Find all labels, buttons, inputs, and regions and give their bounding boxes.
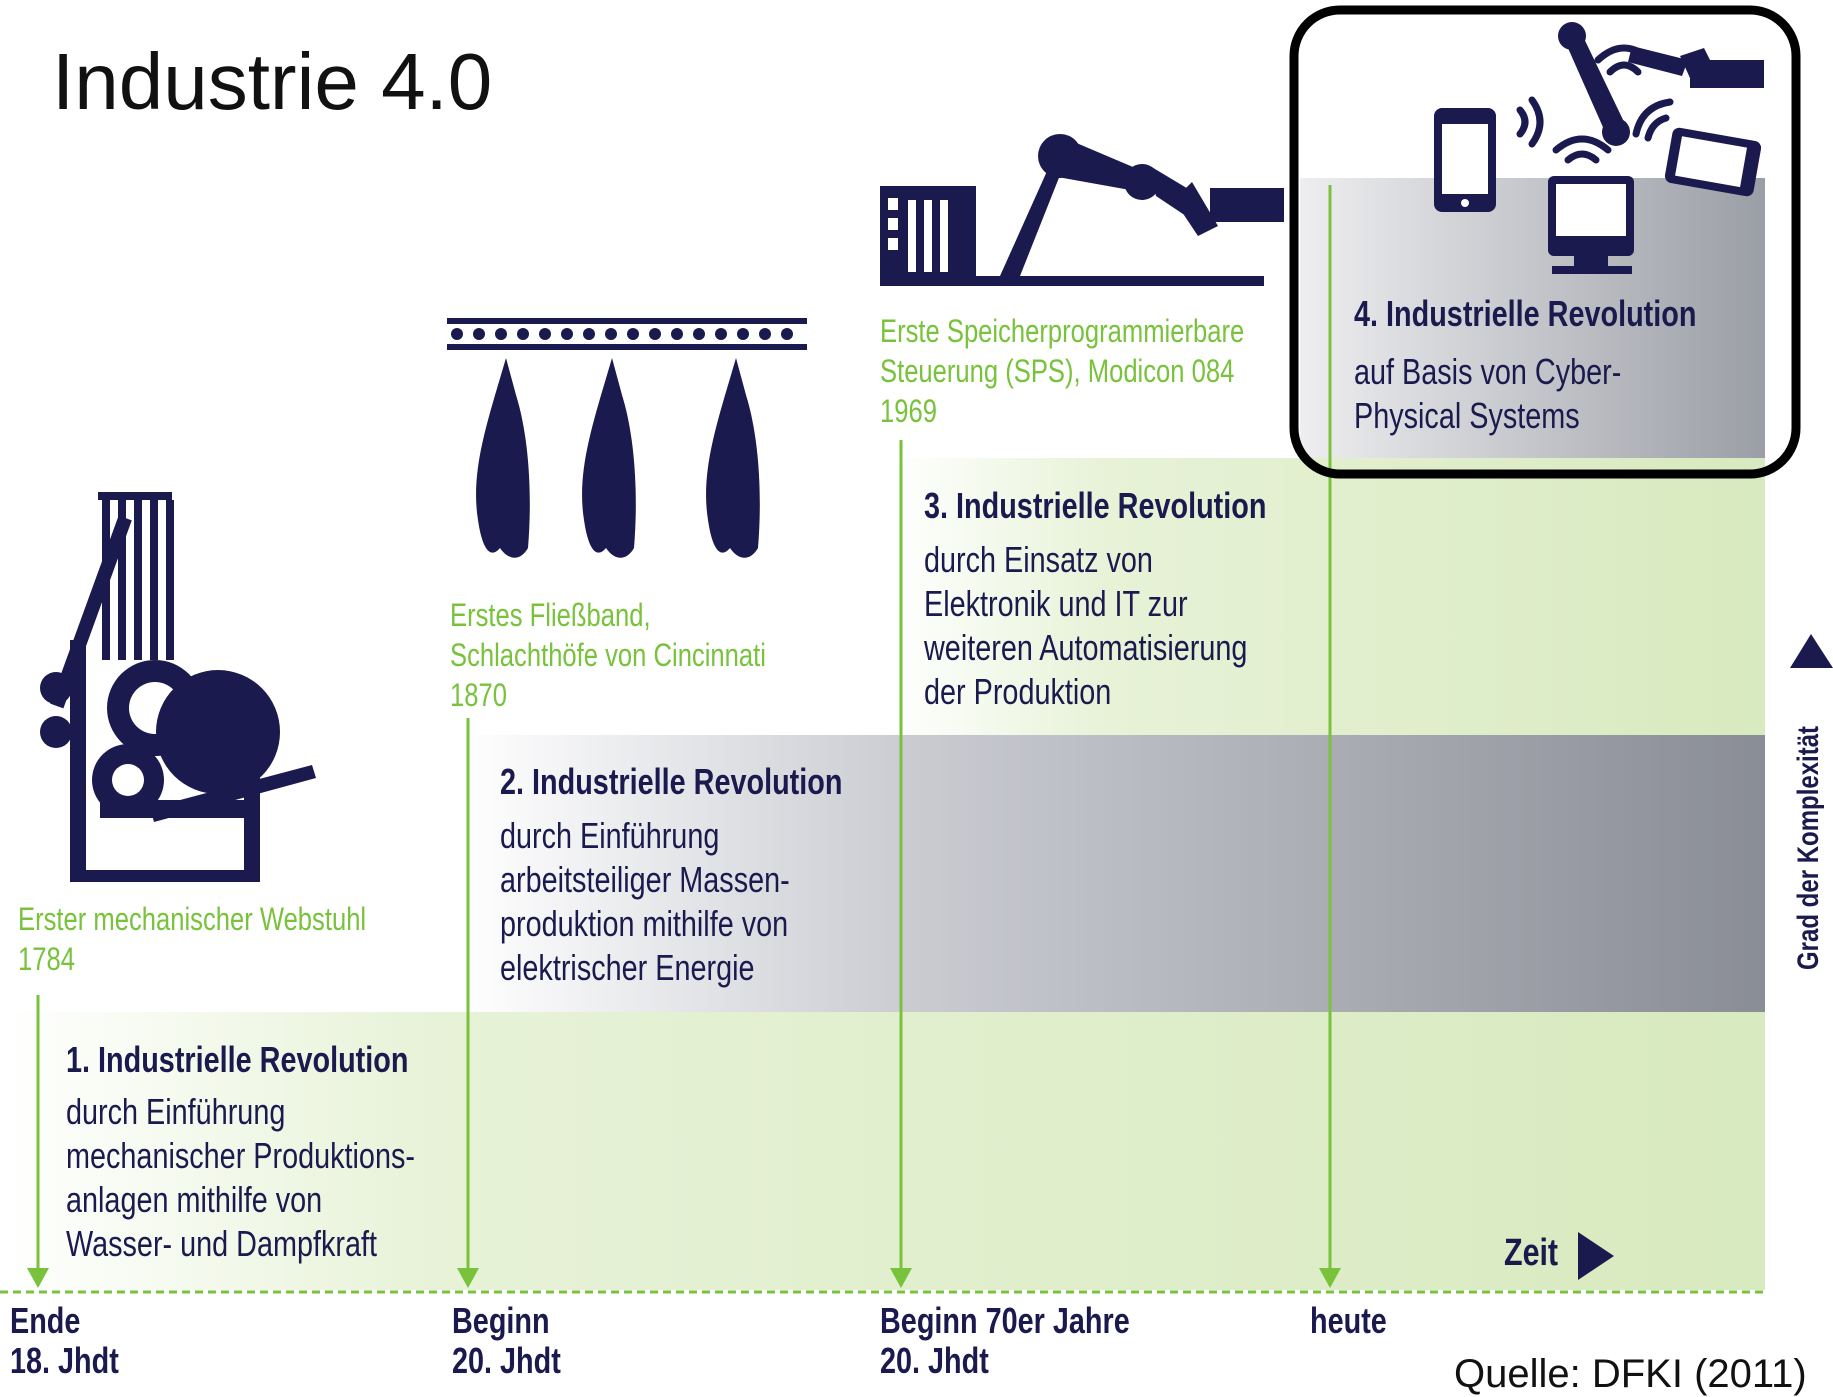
page-title: Industrie 4.0: [52, 37, 493, 126]
revolution-1-line: anlagen mithilfe von: [66, 1179, 323, 1220]
time-tick-1-sub: 18. Jhdt: [10, 1340, 119, 1381]
time-axis-label: Zeit: [1504, 1232, 1559, 1274]
tablet-icon: [1664, 127, 1762, 197]
revolution-2-line: produktion mithilfe von: [500, 903, 789, 944]
robot-arm-icon: [880, 134, 1284, 286]
complexity-arrow-icon: [1790, 634, 1833, 668]
source-citation: Quelle: DFKI (2011): [1454, 1352, 1807, 1396]
band-revolution-1: [0, 1012, 1765, 1290]
robot-arm-small-icon: [1558, 22, 1764, 146]
revolution-4-line: auf Basis von Cyber-: [1354, 351, 1622, 392]
time-tick-3-sub: 20. Jhdt: [880, 1340, 989, 1381]
revolution-3-line: weiteren Automatisierung: [924, 627, 1248, 668]
milestone-2-line: Schlachthöfe von Cincinnati: [450, 637, 766, 673]
milestone-3-line: Erste Speicherprogrammierbare: [880, 313, 1245, 349]
revolution-1-line: mechanischer Produktions-: [66, 1135, 415, 1176]
revolution-4-line: Physical Systems: [1354, 395, 1580, 436]
milestone-1-year: 1784: [18, 941, 75, 977]
time-tick-3: Beginn 70er Jahre: [880, 1300, 1130, 1341]
revolution-1-line: Wasser- und Dampfkraft: [66, 1223, 378, 1264]
time-tick-2: Beginn: [452, 1300, 550, 1341]
revolution-3-line: der Produktion: [924, 671, 1112, 712]
timeline-markers: [27, 185, 1341, 1288]
band-revolution-2: [460, 735, 1765, 1012]
wifi-icon: [1516, 44, 1674, 164]
milestone-1-line: Erster mechanischer Webstuhl: [18, 901, 367, 937]
milestone-3-year: 1969: [880, 393, 937, 429]
band-revolution-3: [890, 458, 1765, 735]
time-tick-4: heute: [1310, 1300, 1387, 1341]
monitor-icon: [1548, 176, 1634, 274]
revolution-2-line: durch Einführung: [500, 815, 720, 856]
smartphone-icon: [1434, 108, 1496, 212]
milestone-3-line: Steuerung (SPS), Modicon 084: [880, 353, 1235, 389]
milestone-2-line: Erstes Fließband,: [450, 597, 651, 633]
current-revolution-frame: [1289, 5, 1801, 479]
milestone-2-year: 1870: [450, 677, 507, 713]
time-tick-1: Ende: [10, 1300, 81, 1341]
revolution-2-line: elektrischer Energie: [500, 947, 755, 988]
time-arrow-icon: [1578, 1232, 1614, 1280]
revolution-4-heading: 4. Industrielle Revolution: [1354, 293, 1697, 334]
revolution-3-line: durch Einsatz von: [924, 539, 1153, 580]
complexity-axis-label: Grad der Komplexität: [1792, 725, 1825, 970]
revolution-3-line: Elektronik und IT zur: [924, 583, 1188, 624]
loom-icon: [40, 492, 316, 882]
conveyor-icon: [447, 318, 807, 558]
revolution-3-heading: 3. Industrielle Revolution: [924, 485, 1267, 526]
revolution-2-line: arbeitsteiliger Massen-: [500, 859, 790, 900]
band-revolution-4: [1300, 178, 1765, 458]
time-tick-2-sub: 20. Jhdt: [452, 1340, 561, 1381]
revolution-1-heading: 1. Industrielle Revolution: [66, 1039, 409, 1080]
revolution-2-heading: 2. Industrielle Revolution: [500, 761, 843, 802]
revolution-1-line: durch Einführung: [66, 1091, 286, 1132]
